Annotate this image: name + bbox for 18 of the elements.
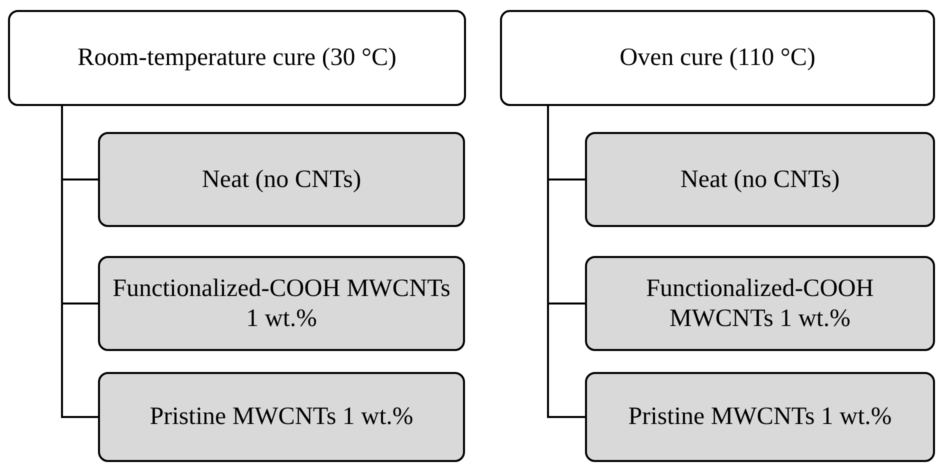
connector-line xyxy=(61,106,98,418)
connector-line xyxy=(547,106,585,418)
sample-box xyxy=(585,372,935,462)
sample-box xyxy=(98,372,465,462)
sample-box xyxy=(98,132,465,227)
sample-box xyxy=(98,256,465,351)
box-label: Functionalized-COOH MWCNTs 1 wt.% xyxy=(645,274,875,334)
box-label: Neat (no CNTs) xyxy=(680,164,840,194)
category-box xyxy=(500,10,935,106)
box-label: Pristine MWCNTs 1 wt.% xyxy=(628,402,892,432)
sample-box xyxy=(585,256,935,351)
box-label: Neat (no CNTs) xyxy=(202,164,362,194)
sample-box xyxy=(585,132,935,227)
box-label: Oven cure (110 °C) xyxy=(620,43,816,73)
box-label: Room-temperature cure (30 °C) xyxy=(78,43,396,73)
box-label: Functionalized-COOH MWCNTs 1 wt.% xyxy=(112,274,452,334)
box-label: Pristine MWCNTs 1 wt.% xyxy=(150,402,414,432)
category-box xyxy=(8,10,466,106)
